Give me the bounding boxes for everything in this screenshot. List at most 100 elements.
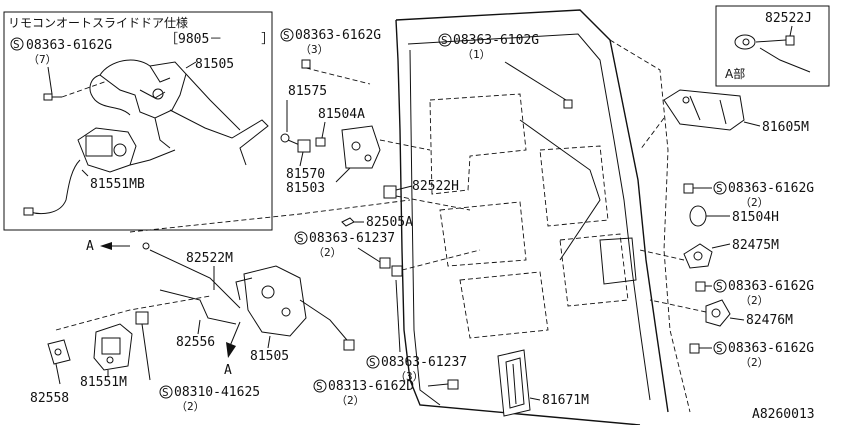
detail-part-82522J: 82522J bbox=[765, 11, 812, 26]
bracket-81570-icon bbox=[297, 139, 311, 167]
bolt-82310-icon bbox=[135, 311, 151, 381]
link-rod-82522m bbox=[149, 249, 241, 309]
svg-text:S: S bbox=[716, 182, 723, 195]
clip-82505a-icon bbox=[341, 217, 355, 227]
svg-text:S: S bbox=[162, 386, 169, 399]
bolt-code-b1: 08363-6162G bbox=[295, 28, 381, 43]
door-lock-81505 bbox=[235, 265, 355, 351]
bolt-icon bbox=[689, 343, 700, 354]
rod-end-icon bbox=[142, 242, 150, 250]
clip-81504a-icon bbox=[315, 137, 326, 147]
screw-symbol-letter: S bbox=[13, 38, 20, 51]
bolt-callout-b3: S 08363-61237 （2） bbox=[294, 231, 395, 259]
label-82475M: 82475M bbox=[732, 238, 779, 253]
bolt-code-b7: 08363-61237 bbox=[381, 355, 467, 370]
bolt-qty-b6: （2） bbox=[740, 356, 769, 369]
sliding-door-panel bbox=[395, 9, 669, 425]
screw-symbol-icon bbox=[713, 181, 727, 195]
rod-82556 bbox=[159, 289, 237, 325]
switch-82476m-icon bbox=[705, 299, 731, 327]
inset-label-81505: 81505 bbox=[195, 57, 234, 72]
inset-bolt-callout: S 08363-6162G （7） bbox=[10, 37, 112, 66]
bolt-callout-b1: S 08363-6162G （3） bbox=[280, 28, 381, 56]
arrow-a-lower: A bbox=[224, 321, 241, 378]
bolt-icon bbox=[379, 257, 391, 269]
bolt-callout-b2: S 08363-6102G （1） bbox=[438, 33, 539, 61]
bolt-qty-b8: （2） bbox=[336, 394, 365, 407]
screw-symbol-icon bbox=[313, 379, 327, 393]
switch-82475m-icon bbox=[683, 243, 713, 269]
label-82522H: 82522H bbox=[412, 179, 459, 194]
bolt-code-b8: 08313-6162D bbox=[328, 379, 414, 394]
svg-text:S: S bbox=[283, 29, 290, 42]
wire-harness bbox=[29, 159, 81, 214]
bolt-qty-b5: （2） bbox=[740, 294, 769, 307]
bolt-icon bbox=[563, 99, 573, 109]
bolt-qty-b2: （1） bbox=[462, 48, 491, 61]
label-81551M: 81551M bbox=[80, 375, 127, 390]
bolt-qty-b4: （2） bbox=[740, 196, 769, 209]
bracket-82558 bbox=[47, 339, 71, 365]
label-82522M: 82522M bbox=[186, 251, 233, 266]
connector-icon bbox=[23, 207, 34, 216]
screw-symbol-icon bbox=[713, 279, 727, 293]
bolt-callout-b4: S 08363-6162G （2） bbox=[713, 181, 814, 209]
screw-symbol-icon bbox=[294, 231, 308, 245]
bolt-callout-b6: S 08363-6162G （2） bbox=[713, 341, 814, 369]
svg-text:S: S bbox=[316, 380, 323, 393]
label-81605M: 81605M bbox=[762, 120, 809, 135]
label-82476M: 82476M bbox=[746, 313, 793, 328]
label-82505A: 82505A bbox=[366, 215, 413, 230]
svg-text:S: S bbox=[716, 342, 723, 355]
inset-box: リモコンオートスライドドア仕様 ［9805－ ］ S 08363-6162G （… bbox=[3, 11, 274, 231]
bolt-code-b9: 08310-41625 bbox=[174, 385, 260, 400]
label-81671M: 81671M bbox=[542, 393, 589, 408]
bolt-qty-b7: （3） bbox=[395, 370, 424, 383]
inset-label-81551MB: 81551MB bbox=[90, 177, 145, 192]
arrow-label-a: A bbox=[86, 239, 94, 254]
bolt-qty-b9: （2） bbox=[176, 400, 205, 413]
label-81504H: 81504H bbox=[732, 210, 779, 225]
label-81504A: 81504A bbox=[318, 107, 365, 122]
clip-icon bbox=[734, 25, 811, 73]
detail-box-a: 82522J A部 bbox=[715, 5, 830, 87]
screw-symbol-icon bbox=[159, 385, 173, 399]
lock-bracket-81503-icon bbox=[341, 125, 381, 169]
grommet-81504h-icon bbox=[689, 205, 707, 227]
diagram-code: A8260013 bbox=[752, 407, 815, 422]
screw-symbol-icon bbox=[366, 355, 380, 369]
svg-text:S: S bbox=[716, 280, 723, 293]
sealing-screen-81671m bbox=[497, 349, 531, 417]
inset-frame bbox=[3, 11, 273, 231]
door-seal-outline bbox=[609, 39, 691, 413]
bolt-code-b4: 08363-6162G bbox=[728, 181, 814, 196]
detail-frame bbox=[715, 5, 830, 87]
bolt-qty-b3: （2） bbox=[313, 246, 342, 259]
clip-82522h-icon bbox=[383, 185, 397, 199]
bolt-icon bbox=[391, 265, 403, 277]
bolt-callout-b9: S 08310-41625 （2） bbox=[159, 385, 260, 413]
screw-symbol-icon bbox=[713, 341, 727, 355]
bolt-icon bbox=[447, 379, 459, 390]
detail-caption: A部 bbox=[725, 66, 745, 81]
label-81570: 81570 bbox=[286, 167, 325, 182]
screw-symbol-icon bbox=[438, 33, 452, 47]
bolt-callout-b7: S 08363-61237 （3） bbox=[366, 355, 467, 383]
actuator-81551m bbox=[93, 323, 133, 371]
screw-symbol-icon bbox=[280, 28, 294, 42]
arrow-label-a: A bbox=[224, 363, 232, 378]
bolt-icon bbox=[683, 183, 694, 194]
inset-date-code: ［9805－ ］ bbox=[165, 32, 274, 47]
inset-bolt-code: 08363-6162G bbox=[26, 38, 112, 53]
label-81575: 81575 bbox=[288, 84, 327, 99]
bolt-qty-b1: （3） bbox=[300, 43, 329, 56]
bolt-code-b6: 08363-6162G bbox=[728, 341, 814, 356]
svg-text:S: S bbox=[297, 232, 304, 245]
label-82558: 82558 bbox=[30, 391, 69, 406]
inset-bolt-qty: （7） bbox=[28, 53, 57, 66]
bolt-icon bbox=[301, 59, 311, 69]
svg-text:S: S bbox=[369, 356, 376, 369]
label-82556: 82556 bbox=[176, 335, 215, 350]
bolt-callout-b5: S 08363-6162G （2） bbox=[713, 279, 814, 307]
